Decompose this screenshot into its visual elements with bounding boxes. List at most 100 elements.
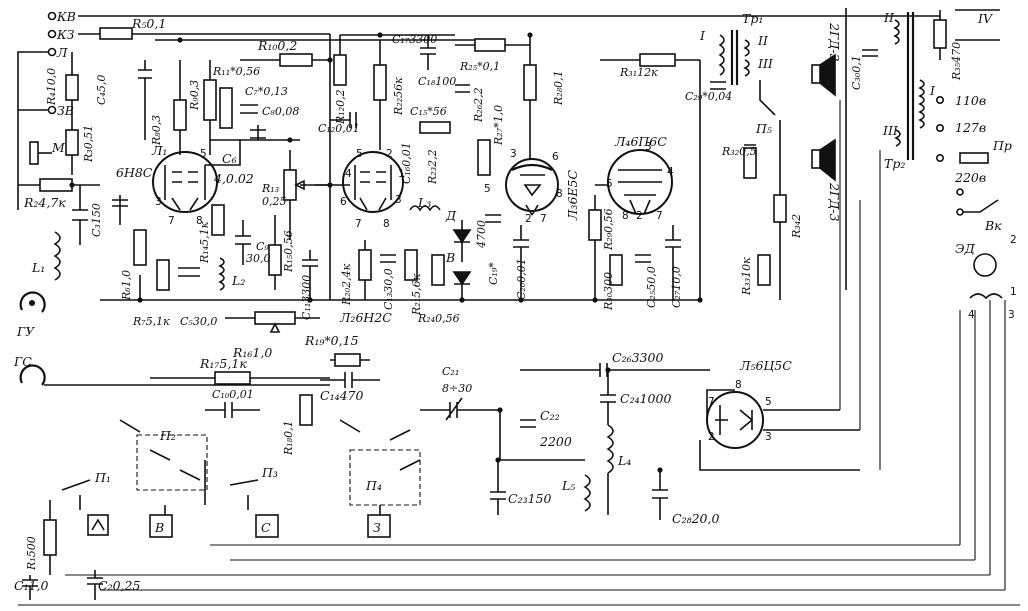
tr1-winding-iii: III bbox=[757, 56, 774, 71]
terminal-l[interactable] bbox=[47, 47, 57, 57]
speaker-2: 2ГД-3 bbox=[811, 138, 842, 222]
diode-v-label: В bbox=[445, 250, 455, 265]
terminal-zv[interactable] bbox=[47, 105, 57, 115]
capacitor-c22-label: C₂₂ bbox=[540, 408, 560, 423]
switch-p4-box[interactable] bbox=[367, 514, 391, 538]
motor-pin4: 4 bbox=[968, 309, 975, 321]
switch-p2-label[interactable]: П₂ bbox=[159, 428, 176, 443]
junction-dot bbox=[177, 37, 183, 43]
resistor-r3 bbox=[65, 129, 79, 156]
resistor-r16 bbox=[254, 311, 296, 325]
tube-l2-pin6: 6 bbox=[340, 196, 347, 208]
tube-l1-type: 6Н8С bbox=[116, 165, 153, 180]
tr1-winding-ii: II bbox=[757, 33, 769, 48]
junction-dot bbox=[137, 297, 143, 303]
fuse-pr bbox=[959, 152, 989, 164]
tube-l5-label: Л₅6Ц5С bbox=[739, 358, 792, 373]
resistor-r12-label: R₁₂0,2 bbox=[334, 89, 347, 125]
transformer-tr1-winding-1 bbox=[718, 34, 725, 76]
pickup-gu-label: ГУ bbox=[16, 324, 35, 339]
motor-ed: ЭД 2 1 4 3 bbox=[955, 234, 1017, 321]
tube-l2: 5 2 4 6 1 3 7 8 Л₂6Н2С bbox=[339, 148, 405, 325]
speaker-1-body bbox=[811, 64, 821, 84]
capacitor-c16-label: C₁₆0,01 bbox=[400, 142, 413, 184]
switch-p4-box-label: З bbox=[373, 520, 381, 535]
terminal-kz-label: КЗ bbox=[56, 27, 75, 42]
tube-l5-pin2: 2 bbox=[708, 431, 715, 443]
tube-l2-pin4: 4 bbox=[345, 168, 352, 180]
junction-dot bbox=[697, 297, 703, 303]
microphone-m-body bbox=[29, 141, 39, 165]
resistor-r35-label: R₃₅470 bbox=[950, 42, 963, 81]
transformer-tr1-label: Тр₁ bbox=[742, 11, 763, 26]
switch-p2-box[interactable] bbox=[149, 514, 173, 538]
tube-l4-pin8: 8 bbox=[622, 210, 629, 222]
switch-vk-label[interactable]: Вк bbox=[984, 218, 1002, 233]
tube-l3-pin5: 5 bbox=[484, 183, 491, 195]
inductor-l1 bbox=[53, 231, 61, 281]
capacitor-c27-label: C₂₇10,0 bbox=[670, 266, 683, 308]
tube-l3-pin8: 8 bbox=[556, 188, 563, 200]
mains-plug-upper[interactable] bbox=[956, 188, 964, 196]
capacitor-c17-label: C₁₇3300 bbox=[392, 33, 437, 46]
resistor-r5 bbox=[99, 27, 133, 40]
capacitor-c8-label: C₈0,08 bbox=[262, 105, 299, 118]
tube-l1-pin3: 3 bbox=[155, 196, 162, 208]
junction-dot bbox=[605, 367, 611, 373]
mains-tap-220[interactable] bbox=[935, 154, 944, 163]
capacitor-c29-label: C₂₉*0,04 bbox=[685, 90, 732, 103]
switch-p1-label[interactable]: П₁ bbox=[94, 470, 111, 485]
resistor-r5-label: R₅0,1 bbox=[131, 16, 166, 31]
resistor-r24-label: R₂₄0,56 bbox=[417, 312, 460, 325]
tr2-winding-iii: III bbox=[882, 123, 899, 138]
tube-l4-pin5: 5 bbox=[606, 178, 613, 190]
mains-tap-127[interactable] bbox=[935, 124, 944, 133]
resistor-r2 bbox=[39, 178, 73, 192]
resistor-r21-label: R₂₁5,6к bbox=[410, 273, 423, 316]
resistor-r11-label: R₁₁*0,56 bbox=[212, 65, 260, 78]
capacitor-c25-label: C₂₅50,0 bbox=[645, 266, 658, 308]
switch-p3-label[interactable]: П₃ bbox=[261, 465, 278, 480]
resistor-r31-label: R₃₁12к bbox=[619, 66, 658, 79]
tr2-winding-ii: II bbox=[883, 10, 895, 25]
junction-dot bbox=[497, 407, 503, 413]
tube-l4-pin2: 2 bbox=[636, 210, 643, 222]
resistor-r11 bbox=[219, 87, 233, 129]
tube-l1-pin7: 7 bbox=[168, 215, 175, 227]
resistor-r9-label: R₉0,3 bbox=[188, 80, 201, 111]
transformer-tr1: Тр₁ I II III bbox=[699, 11, 774, 85]
capacitor-c7-label: C₇*0,13 bbox=[245, 85, 288, 98]
junction-dot bbox=[307, 297, 313, 303]
tube-l1-label: Л₁ bbox=[151, 143, 167, 158]
tube-l3-pin6: 6 bbox=[552, 151, 559, 163]
resistor-r34-label: R₃₄2 bbox=[790, 214, 803, 239]
switch-group-p4[interactable] bbox=[349, 449, 421, 506]
tube-l2-pin2: 2 bbox=[386, 148, 393, 160]
tube-l5-pin7: 7 bbox=[708, 396, 715, 408]
motor-pin1: 1 bbox=[1010, 286, 1017, 298]
resistor-r19-label: R₁₉*0,15 bbox=[304, 333, 359, 348]
resistor-r7-label: R₇5,1к bbox=[132, 315, 170, 328]
switch-p1-box[interactable] bbox=[87, 514, 109, 536]
resistor-r22 bbox=[373, 64, 387, 101]
resistor-r18 bbox=[299, 394, 313, 426]
terminal-kv[interactable] bbox=[47, 11, 57, 21]
switch-group-p2[interactable] bbox=[136, 434, 208, 491]
switch-p4-label[interactable]: П₄ bbox=[365, 478, 382, 493]
switch-p5-label[interactable]: П₅ bbox=[755, 121, 772, 136]
inductor-l4-label: L₄ bbox=[617, 453, 631, 468]
resistor-r2-label: R₂4,7к bbox=[23, 195, 66, 210]
resistor-r8 bbox=[173, 99, 187, 131]
mains-plug-lower[interactable] bbox=[956, 208, 964, 216]
junction-dot bbox=[592, 297, 598, 303]
mains-tap-110[interactable] bbox=[935, 96, 944, 105]
resistor-r30-label: R₃₀300 bbox=[602, 272, 615, 311]
junction-dot bbox=[69, 182, 75, 188]
resistor-r21 bbox=[404, 249, 418, 281]
diode-d: Д bbox=[445, 208, 472, 262]
resistor-r32 bbox=[743, 147, 757, 179]
resistor-r4 bbox=[65, 74, 79, 101]
resistor-r29 bbox=[588, 209, 602, 241]
terminal-kz[interactable] bbox=[47, 29, 57, 39]
switch-p3-box[interactable] bbox=[255, 514, 279, 538]
